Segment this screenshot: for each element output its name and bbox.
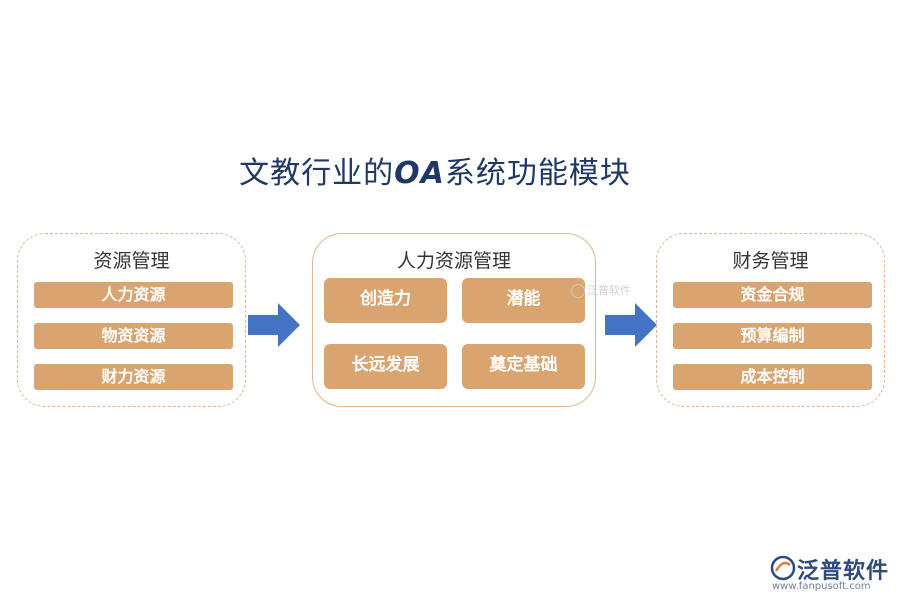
panel-heading: 财务管理	[732, 250, 809, 272]
item-cost-control: 成本控制	[673, 364, 872, 390]
item-material-resources: 物资资源	[34, 323, 233, 349]
logo-url: www.fanpusoft.com	[772, 581, 871, 592]
item-budgeting: 预算编制	[673, 323, 872, 349]
item-financial-resources: 财力资源	[34, 364, 233, 390]
watermark-text: 泛普软件	[587, 284, 631, 297]
fanpu-logo-icon	[770, 555, 796, 581]
title-highlight: OA	[394, 156, 445, 191]
tile-long-term-development: 长远发展	[324, 344, 447, 389]
panel-heading: 人力资源管理	[396, 250, 511, 272]
tile-creativity: 创造力	[324, 278, 447, 323]
resource-management-panel: 资源管理 人力资源 物资资源 财力资源	[17, 233, 246, 407]
flow-arrow-icon	[248, 303, 300, 347]
item-fund-compliance: 资金合规	[673, 282, 872, 308]
panel-heading: 资源管理	[93, 250, 170, 272]
diagram-title: 文教行业的OA系统功能模块	[0, 148, 870, 192]
hr-management-panel: 人力资源管理 创造力 潜能 长远发展 奠定基础	[312, 233, 596, 407]
flow-arrow-icon	[605, 303, 657, 347]
watermark-logo-icon	[571, 284, 585, 298]
tile-potential: 潜能	[462, 278, 585, 323]
title-suffix: 系统功能模块	[444, 156, 631, 191]
item-human-resources: 人力资源	[34, 282, 233, 308]
logo-name: 泛普软件	[797, 559, 890, 584]
brand-logo: 泛普软件 www.fanpusoft.com	[770, 553, 895, 598]
finance-management-panel: 财务管理 资金合规 预算编制 成本控制	[656, 233, 885, 407]
watermark: 泛普软件	[571, 282, 631, 298]
tile-lay-foundation: 奠定基础	[462, 344, 585, 389]
title-prefix: 文教行业的	[239, 156, 395, 191]
